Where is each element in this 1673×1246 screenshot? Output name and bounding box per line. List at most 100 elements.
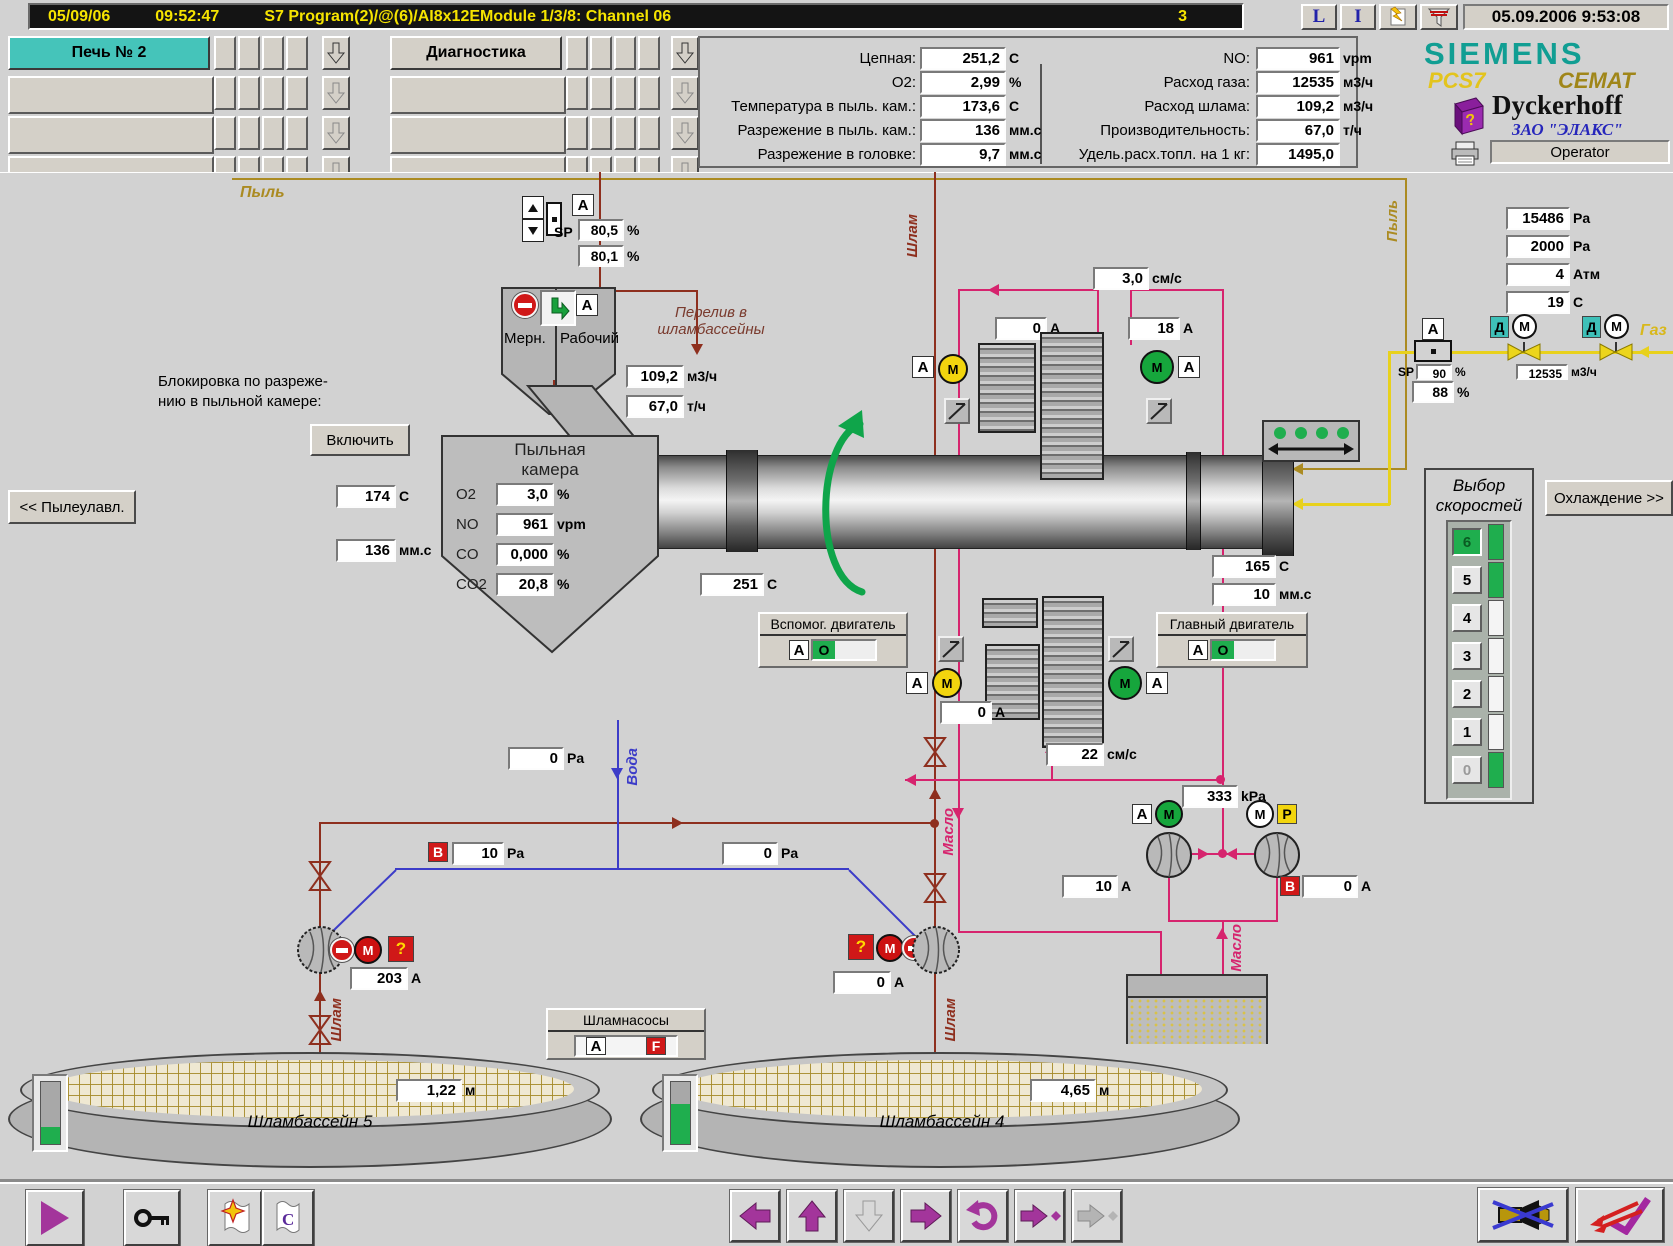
nav-down-arrow-button[interactable] <box>322 156 350 172</box>
speed-button-2[interactable]: 2 <box>1452 680 1482 708</box>
nav-cell[interactable] <box>286 156 308 172</box>
nav-cell[interactable] <box>638 116 660 150</box>
pump5-motor[interactable]: M <box>354 936 382 964</box>
nav-left-button[interactable] <box>729 1189 781 1243</box>
mode-a-badge[interactable]: A <box>789 640 809 660</box>
main-motor-panel[interactable]: Главный двигатель A O <box>1156 612 1308 668</box>
nav-cell[interactable] <box>614 76 636 110</box>
ramp-icon[interactable] <box>938 636 964 662</box>
report-c-button[interactable]: C <box>261 1189 315 1246</box>
nav-cell[interactable] <box>214 76 236 110</box>
nav-empty-button[interactable] <box>390 156 566 172</box>
nav-down-arrow-button[interactable] <box>671 116 699 150</box>
motor-mode-a[interactable]: A <box>912 356 934 378</box>
ramp-icon[interactable] <box>1108 636 1134 662</box>
alarm-filter-button[interactable] <box>1420 4 1458 30</box>
gas-valve[interactable] <box>1598 342 1634 362</box>
value-sp[interactable]: 80,5% <box>578 219 639 241</box>
hopper-interlock-icon[interactable] <box>512 292 538 318</box>
nav-cell[interactable] <box>590 36 612 70</box>
nav-cell[interactable] <box>566 36 588 70</box>
login-key-button[interactable] <box>123 1189 181 1246</box>
pump4-motor[interactable]: M <box>876 934 904 962</box>
nav-cell[interactable] <box>566 156 588 172</box>
gas-valve-d-badge[interactable]: Д <box>1582 316 1601 338</box>
enable-button[interactable]: Включить <box>310 424 410 456</box>
nav-cell[interactable] <box>614 116 636 150</box>
pump4-question-badge[interactable]: ? <box>848 934 874 960</box>
alarm-page-button[interactable] <box>1379 4 1417 30</box>
nav-empty-button[interactable] <box>8 76 214 114</box>
nav-cell[interactable] <box>238 116 260 150</box>
oil-pump-p-badge[interactable]: P <box>1277 804 1297 824</box>
mode-a-badge[interactable]: A <box>1188 640 1208 660</box>
oil-pump-left-motor[interactable]: M <box>1155 800 1183 828</box>
nav-cell[interactable] <box>566 116 588 150</box>
speed-button-3[interactable]: 3 <box>1452 642 1482 670</box>
nav-down-arrow-button[interactable] <box>322 76 350 110</box>
nav-cell[interactable] <box>566 76 588 110</box>
oil-pump-mode-a[interactable]: A <box>1132 804 1152 824</box>
pump5-question-badge[interactable]: ? <box>388 936 414 962</box>
gas-valve-motor[interactable]: M <box>1604 314 1629 339</box>
speed-button-0[interactable]: 0 <box>1452 756 1482 784</box>
oil-pump-right-motor[interactable]: M <box>1246 800 1274 828</box>
cooling-page-button[interactable]: Охлаждение >> <box>1545 480 1673 516</box>
nav-down-arrow-button[interactable] <box>322 116 350 150</box>
sp-indicator-box[interactable] <box>546 202 562 236</box>
motor-lower-left[interactable]: M <box>932 668 962 698</box>
nav-up-button[interactable] <box>786 1189 838 1243</box>
nav-cell[interactable] <box>214 116 236 150</box>
valve[interactable] <box>308 860 332 892</box>
nav-cell[interactable] <box>238 36 260 70</box>
nav-diagnostics-button[interactable]: Диагностика <box>390 36 562 70</box>
gas-valve-motor[interactable]: M <box>1512 314 1537 339</box>
sp-up-button[interactable] <box>522 196 544 219</box>
nav-cell[interactable] <box>238 156 260 172</box>
oil-pump-right[interactable] <box>1252 830 1302 880</box>
nav-cell[interactable] <box>614 36 636 70</box>
nav-cell[interactable] <box>262 116 284 150</box>
sp-down-button[interactable] <box>522 219 544 242</box>
nav-cell[interactable] <box>638 36 660 70</box>
help-book-icon[interactable]: ? <box>1450 96 1486 138</box>
run-button[interactable] <box>25 1189 85 1246</box>
nav-cell[interactable] <box>286 76 308 110</box>
nav-empty-button[interactable] <box>390 116 566 154</box>
motor-upper-right[interactable]: M <box>1140 350 1174 384</box>
nav-cell[interactable] <box>590 116 612 150</box>
nav-cell[interactable] <box>286 36 308 70</box>
nav-down-arrow-button[interactable] <box>322 36 350 70</box>
nav-cell[interactable] <box>262 76 284 110</box>
gas-valve[interactable] <box>1506 342 1542 362</box>
speed-button-5[interactable]: 5 <box>1452 566 1482 594</box>
alarm-ack-button[interactable] <box>1575 1187 1665 1243</box>
report-star-button[interactable] <box>207 1189 263 1246</box>
valve[interactable] <box>308 1014 332 1046</box>
nav-down-arrow-button[interactable] <box>671 156 699 172</box>
motor-mode-a[interactable]: A <box>1146 672 1168 694</box>
loop-button[interactable]: L <box>1301 4 1337 30</box>
gas-mode-a[interactable]: A <box>1422 318 1444 340</box>
ramp-icon[interactable] <box>1146 398 1172 424</box>
horn-ack-button[interactable] <box>1477 1187 1569 1243</box>
mode-a-badge[interactable]: A <box>586 1037 606 1055</box>
nav-cell[interactable] <box>286 116 308 150</box>
speed-button-4[interactable]: 4 <box>1452 604 1482 632</box>
motor-lower-right[interactable]: M <box>1108 666 1142 700</box>
printer-icon[interactable] <box>1448 140 1484 168</box>
nav-cell[interactable] <box>262 156 284 172</box>
nav-down-arrow-button[interactable] <box>671 76 699 110</box>
nav-cell[interactable] <box>214 156 236 172</box>
oil-pump-left[interactable] <box>1144 830 1194 880</box>
nav-cell[interactable] <box>614 156 636 172</box>
sp-mode-a[interactable]: A <box>572 194 594 216</box>
nav-empty-button[interactable] <box>390 76 566 114</box>
nav-empty-button[interactable] <box>8 116 214 154</box>
aux-motor-panel[interactable]: Вспомог. двигатель A O <box>758 612 908 668</box>
gas-ctrl-box[interactable] <box>1414 340 1452 362</box>
info-button[interactable]: I <box>1340 4 1376 30</box>
slurry-pump-4[interactable] <box>910 924 962 976</box>
speed-button-6[interactable]: 6 <box>1452 528 1482 556</box>
